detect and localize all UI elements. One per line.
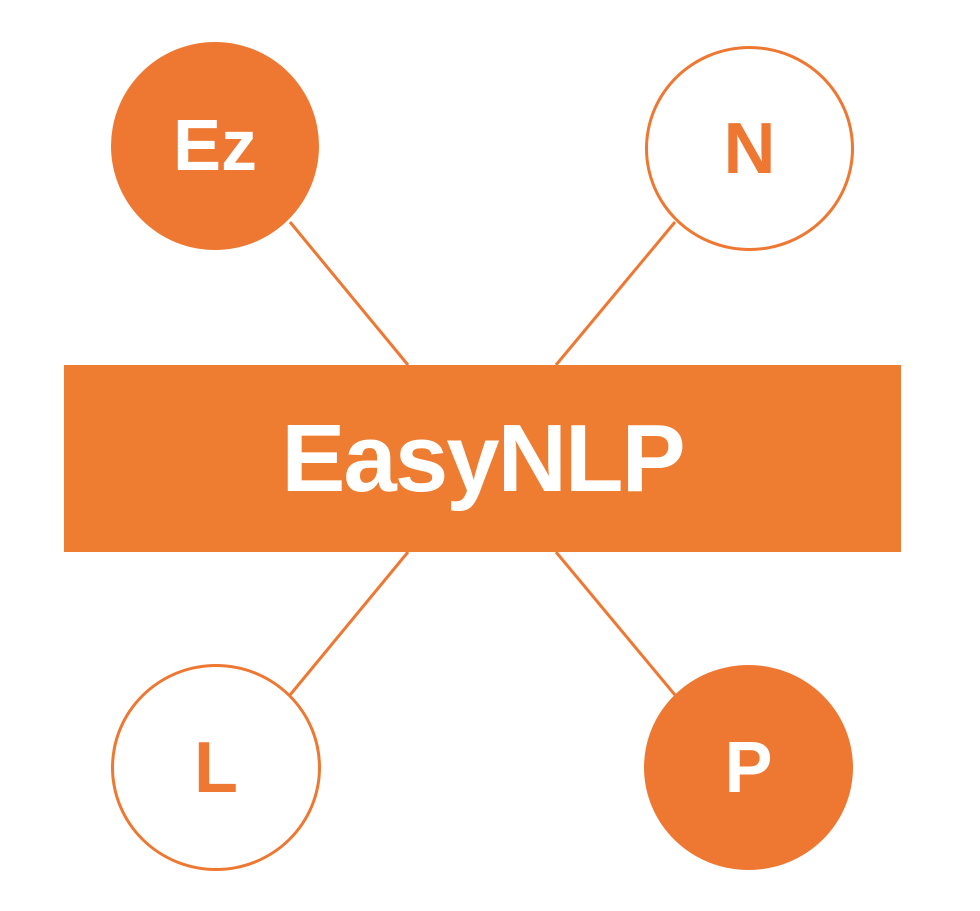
banner-title: EasyNLP [281, 404, 685, 512]
node-ez: Ez [111, 42, 319, 250]
node-ez-label: Ez [172, 106, 258, 186]
node-n-label: N [723, 108, 776, 189]
node-n: N [645, 46, 854, 251]
node-p-label: P [724, 727, 773, 808]
connector-n [554, 221, 677, 366]
connector-l [288, 551, 410, 696]
node-l: L [111, 664, 321, 871]
node-l-label: L [194, 727, 238, 808]
easynlp-banner: EasyNLP [64, 365, 901, 552]
connector-p [554, 551, 677, 696]
connector-ez [288, 221, 410, 366]
node-p: P [644, 665, 853, 870]
